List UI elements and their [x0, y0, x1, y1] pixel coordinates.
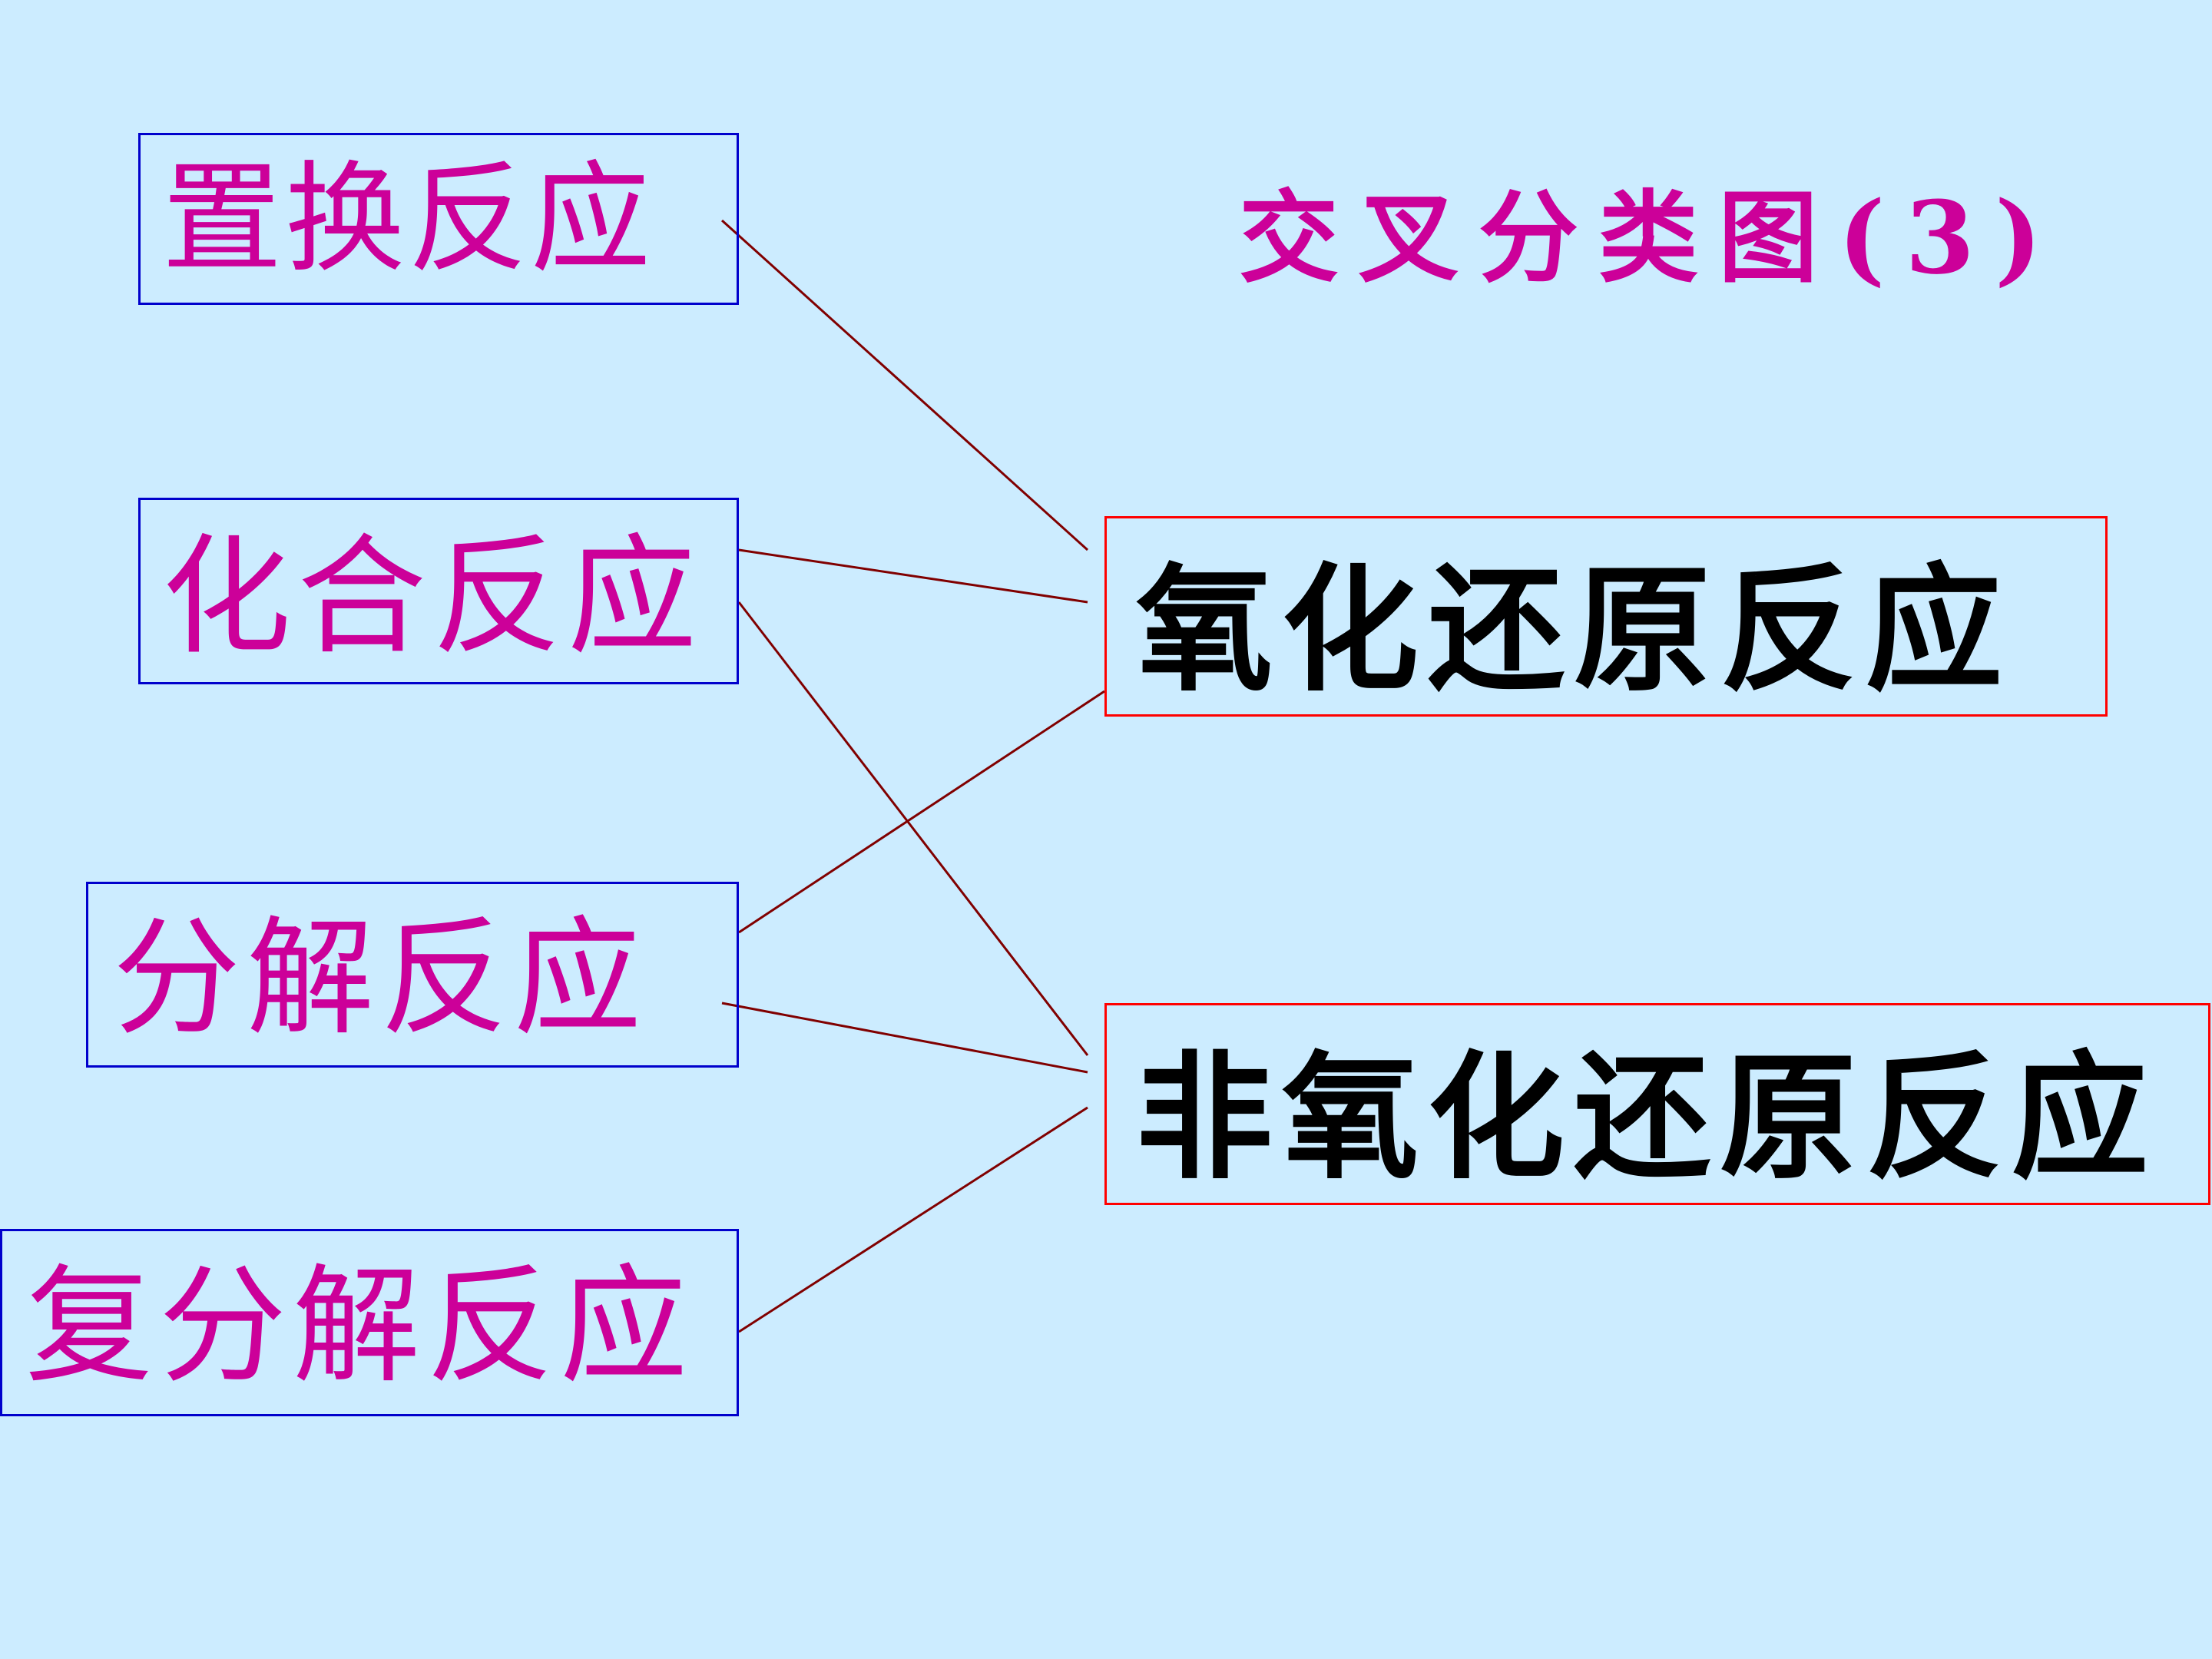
category-label: 非氧化还原反应	[1136, 1038, 2157, 1197]
connector-line	[738, 1106, 1088, 1333]
reaction-type-label: 化合反应	[162, 521, 703, 672]
reaction-type-label: 分解反应	[113, 905, 647, 1053]
reaction-type-box-displacement: 置换反应	[138, 133, 739, 305]
connector-line	[720, 219, 1089, 551]
connector-line	[738, 548, 1088, 604]
connector-line	[738, 690, 1105, 934]
diagram-title: 交叉分类图(3)	[1239, 179, 2062, 296]
category-label: 氧化还原反应	[1136, 550, 2012, 710]
reaction-type-box-decomposition: 分解反应	[86, 882, 739, 1068]
reaction-type-label: 置换反应	[162, 149, 654, 289]
connector-line	[721, 1002, 1088, 1074]
reaction-type-box-combination: 化合反应	[138, 498, 739, 684]
category-box-redox: 氧化还原反应	[1104, 516, 2108, 717]
category-box-non-redox: 非氧化还原反应	[1104, 1003, 2210, 1205]
reaction-type-label: 复分解反应	[25, 1253, 694, 1401]
connector-line	[737, 601, 1089, 1056]
reaction-type-box-double-decomposition: 复分解反应	[0, 1229, 739, 1416]
